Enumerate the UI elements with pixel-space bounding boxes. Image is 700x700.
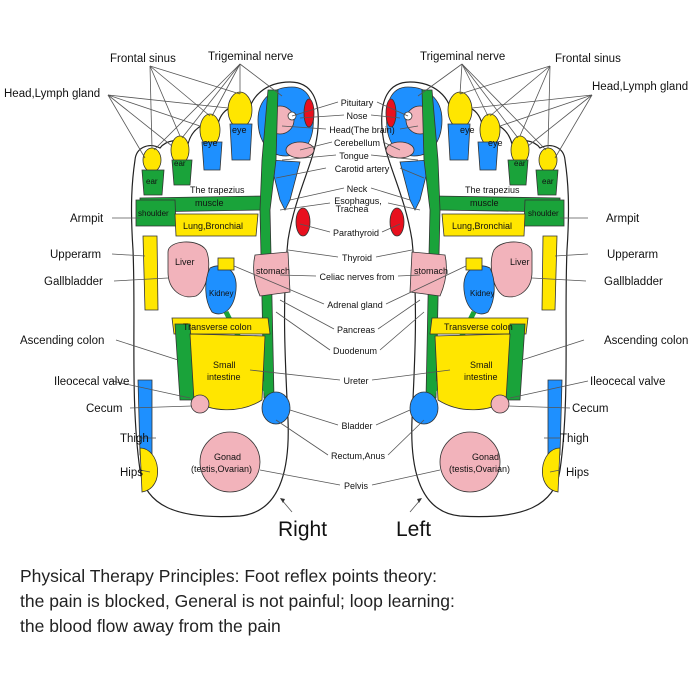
label-stomach-l: stomach [414,266,448,276]
label-thyroid: Thyroid [342,253,372,263]
label-small-l2: intestine [464,372,498,382]
label-frontal-sinus-left: Frontal sinus [110,53,176,65]
label-thigh-right: Thigh [560,433,589,445]
label-hips-right: Hips [566,467,589,479]
label-cecum-right: Cecum [572,403,608,415]
label-eye-l2: eye [488,138,503,148]
label-pelvis: Pelvis [344,481,369,491]
label-transverse-l: Transverse colon [444,322,513,332]
label-shoulder-r: shoulder [138,209,169,218]
label-ascending-left: Ascending colon [20,335,104,347]
label-small-l1: Small [470,360,493,370]
label-upperarm-left: Upperarm [50,249,101,261]
label-eye-l1: eye [460,125,475,135]
label-gallbladder-left: Gallbladder [44,276,103,288]
label-head-lymph-left: Head,Lymph gland [4,88,100,100]
label-stomach-r: stomach [256,266,290,276]
label-liver-r: Liver [175,257,195,267]
label-lung-l: Lung,Bronchial [452,221,512,231]
label-gallbladder-right: Gallbladder [604,276,663,288]
label-eye-r2: eye [203,138,218,148]
label-parathyroid: Parathyroid [333,228,379,238]
caption-line-2: the pain is blocked, General is not pain… [20,591,455,611]
label-armpit-right: Armpit [606,213,640,225]
label-right-foot: Right [278,518,327,541]
label-trapezius-r2: muscle [195,198,224,208]
label-eye-r1: eye [232,125,247,135]
label-pancreas: Pancreas [337,325,376,335]
label-lung-r: Lung,Bronchial [183,221,243,231]
label-frontal-sinus-right: Frontal sinus [555,53,621,65]
label-trapezius-r1: The trapezius [190,185,245,195]
label-ear-l1: ear [514,159,526,168]
label-small-r1: Small [213,360,236,370]
label-trigeminal-right: Trigeminal nerve [420,51,505,63]
label-hips-left: Hips [120,467,143,479]
label-ileocecal-left: Ileocecal valve [54,376,129,388]
label-ascending-right: Ascending colon [604,335,688,347]
label-trapezius-l1: The trapezius [465,185,520,195]
right-foot: eye eye ear ear The trapezius muscle sho… [132,82,319,517]
label-small-r2: intestine [207,372,241,382]
label-neck: Neck [347,184,368,194]
caption-line-3: the blood flow away from the pain [20,616,281,636]
label-ileocecal-right: Ileocecal valve [590,376,665,388]
label-gonad-l1: Gonad [472,452,499,462]
label-esophagus: Esophagus, [334,196,382,206]
label-pituitary: Pituitary [341,98,374,108]
label-head-brain: Head(The brain) [329,125,395,135]
label-liver-l: Liver [510,257,530,267]
outer-labels: Frontal sinus Trigeminal nerve Head,Lymp… [4,51,688,479]
label-gonad-r2: (testis,Ovarian) [191,464,252,474]
label-trigeminal-left: Trigeminal nerve [208,51,293,63]
label-cerebellum: Cerebellum [334,138,380,148]
caption-line-1: Physical Therapy Principles: Foot reflex… [20,566,437,586]
label-ear-r1: ear [174,159,186,168]
label-ureter: Ureter [343,376,368,386]
label-gonad-l2: (testis,Ovarian) [449,464,510,474]
label-armpit-left: Armpit [70,213,104,225]
label-left-foot: Left [396,518,431,541]
label-bladder: Bladder [341,421,372,431]
label-cecum-left: Cecum [86,403,122,415]
label-head-lymph-right: Head,Lymph gland [592,81,688,93]
label-shoulder-l: shoulder [528,209,559,218]
label-celiac: Celiac nerves from [319,272,394,282]
label-carotid: Carotid artery [335,164,390,174]
foot-reflexology-diagram: eye eye ear ear The trapezius muscle sho… [4,51,688,541]
label-tongue: Tongue [339,151,369,161]
caption: Physical Therapy Principles: Foot reflex… [20,564,660,639]
label-nose: Nose [346,111,367,121]
label-duodenum: Duodenum [333,346,377,356]
label-trachea: Trachea [336,204,369,214]
label-gonad-r1: Gonad [214,452,241,462]
label-rectum: Rectum,Anus [331,451,386,461]
label-kidney-r: Kidney [209,289,233,298]
center-labels: Pituitary Nose Head(The brain) Cerebellu… [319,98,394,491]
left-foot: eye eye ear ear The trapezius muscle sho… [382,82,569,517]
label-upperarm-right: Upperarm [607,249,658,261]
label-kidney-l: Kidney [470,289,494,298]
label-adrenal: Adrenal gland [327,300,383,310]
label-thigh-left: Thigh [120,433,149,445]
label-ear-l2: ear [542,177,554,186]
label-transverse-r: Transverse colon [183,322,252,332]
label-trapezius-l2: muscle [470,198,499,208]
leader-lines [107,63,593,513]
label-ear-r2: ear [146,177,158,186]
